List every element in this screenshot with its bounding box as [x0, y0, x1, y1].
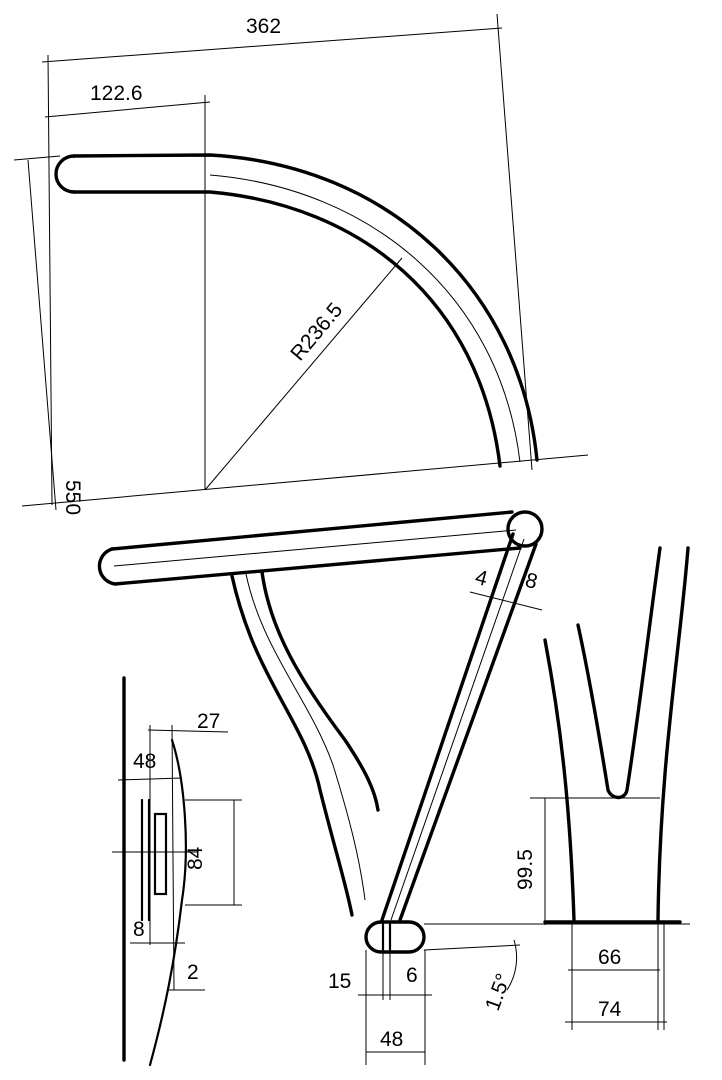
dim-15: 15: [328, 970, 351, 993]
foot: [364, 920, 426, 954]
dim-84: 84: [184, 846, 207, 870]
dim-550: 550: [61, 480, 84, 515]
dim-8-left: 8: [133, 918, 145, 941]
dim-66: 66: [598, 946, 621, 969]
dim-122-6: 122.6: [90, 82, 143, 105]
dimension-lines: [13, 13, 690, 1065]
dim-27: 27: [197, 710, 220, 733]
section-detail: [112, 676, 198, 1067]
leg-straight: [380, 532, 538, 922]
armrest-bar: [97, 510, 544, 586]
leg-curved: [230, 570, 380, 917]
top-arm-part: [54, 153, 539, 468]
dimension-labels: 362 122.6 R236.5 550 4 8 27 48 84 8 2 15…: [61, 15, 622, 1051]
dim-1-5-deg: 1.5°: [481, 971, 515, 1014]
dim-362: 362: [246, 15, 281, 38]
dim-8-top: 8: [523, 569, 540, 594]
dim-r236-5: R236.5: [286, 299, 347, 366]
dim-2: 2: [187, 961, 199, 984]
dim-6: 6: [406, 964, 418, 987]
dim-48-bottom: 48: [380, 1028, 403, 1051]
fork-detail: [543, 546, 690, 924]
dim-99-5: 99.5: [514, 849, 537, 890]
dim-4: 4: [473, 566, 491, 591]
dim-74: 74: [598, 998, 622, 1021]
dim-48-left: 48: [133, 750, 156, 773]
